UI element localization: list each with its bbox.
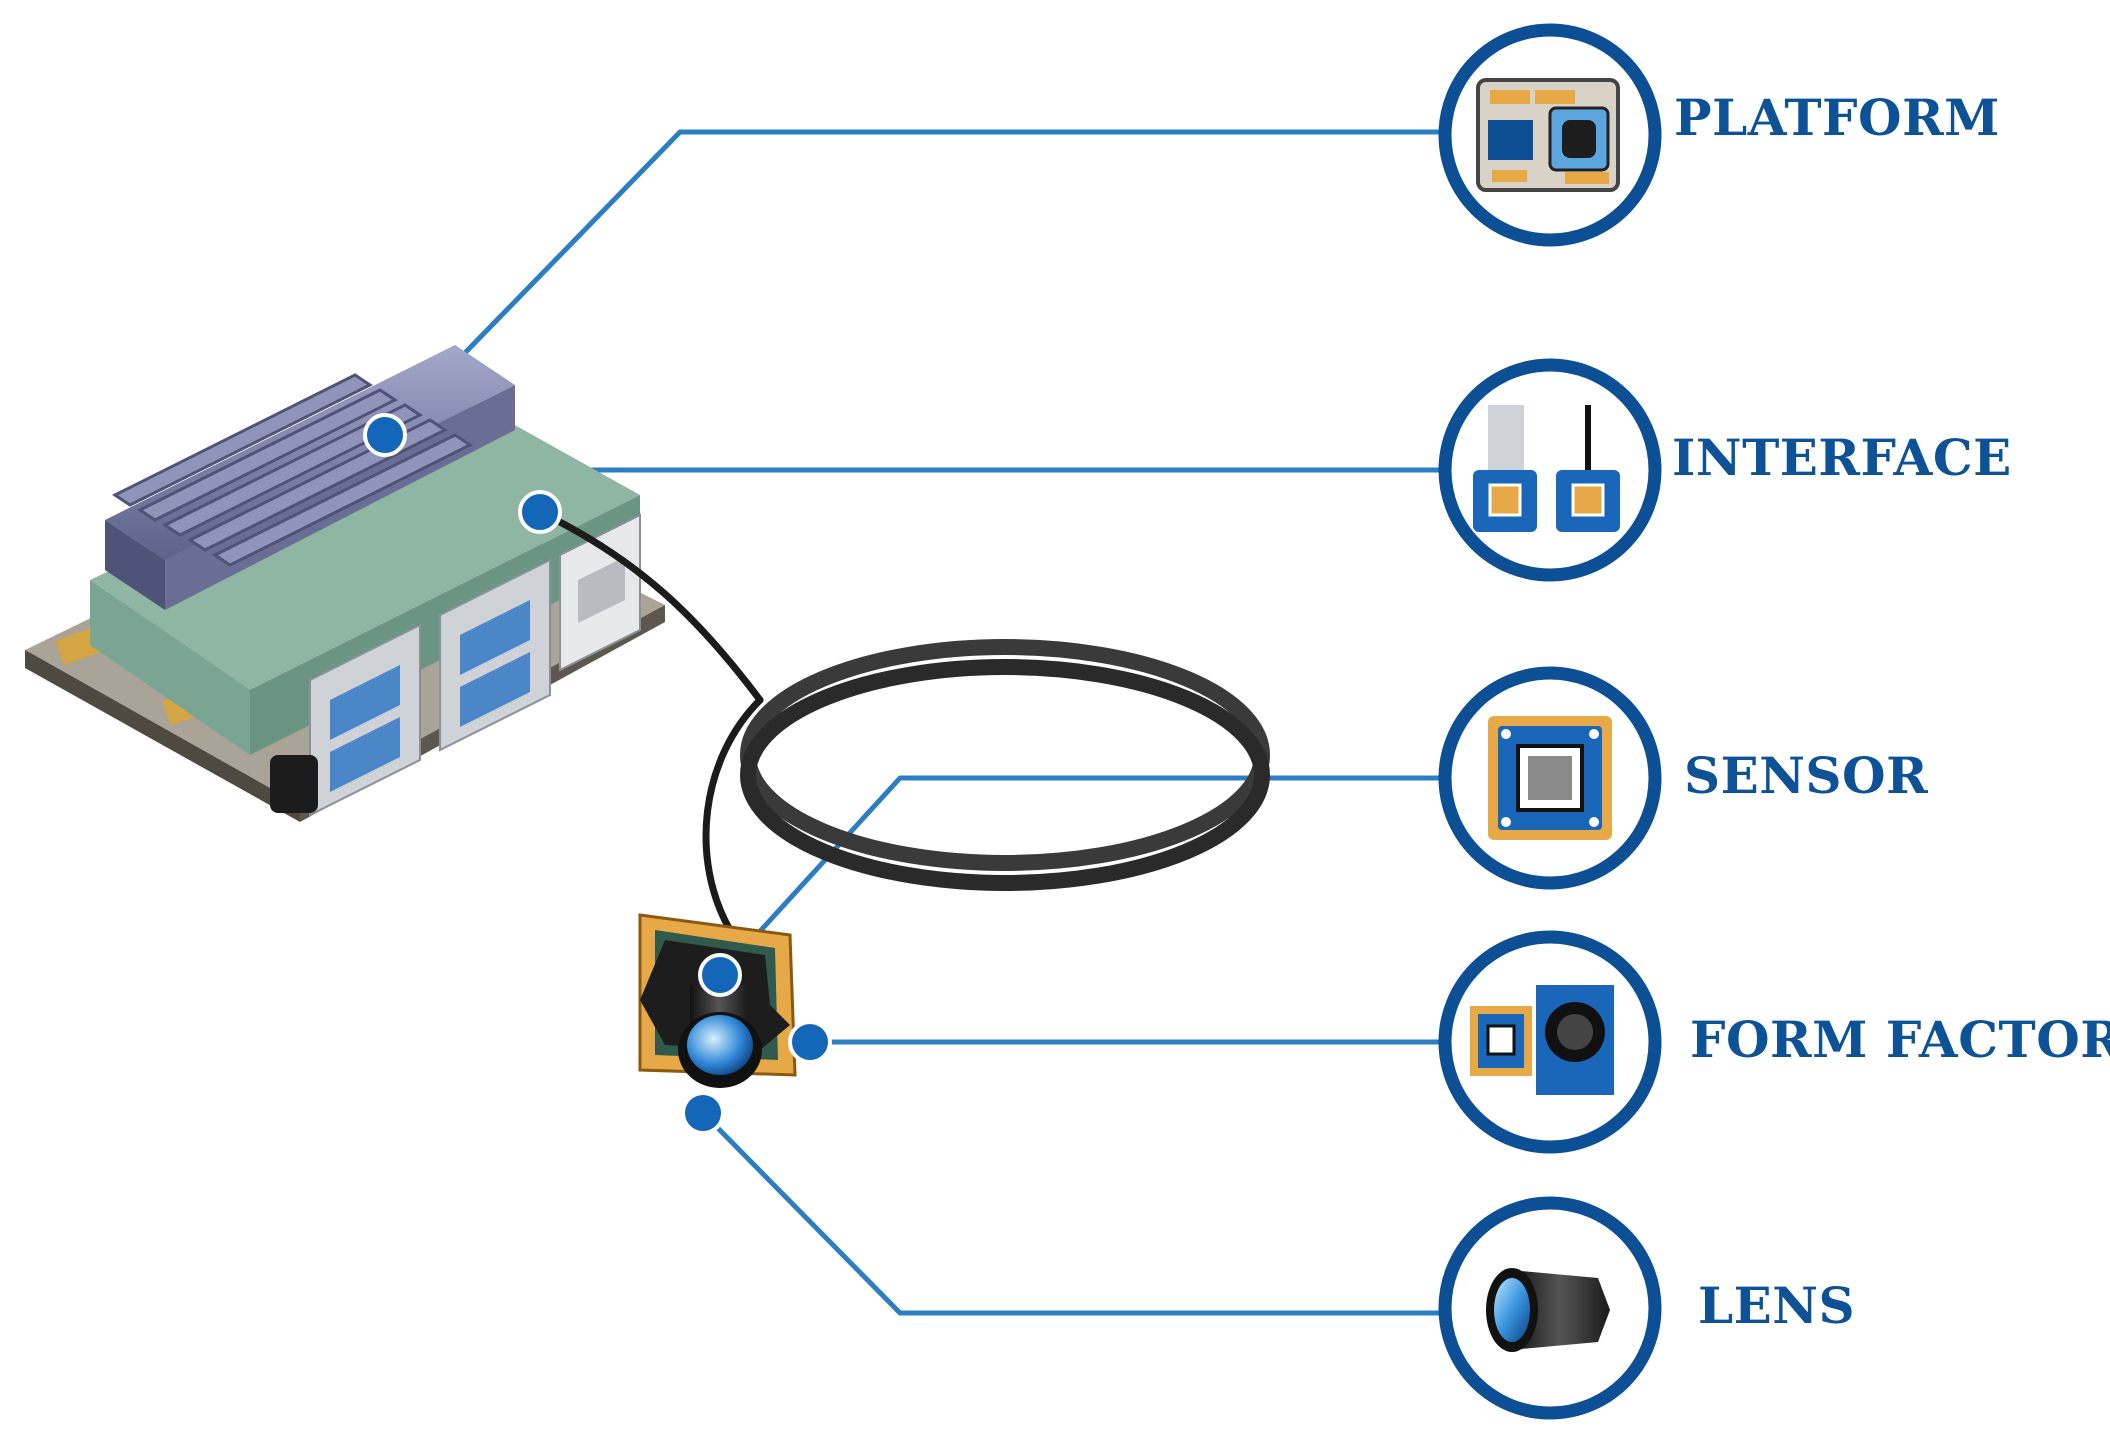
platform-icon-ring xyxy=(1438,23,1662,247)
icon-rings xyxy=(1438,23,1662,1420)
anchor-dots xyxy=(363,413,832,1135)
connector-lines xyxy=(383,129,1440,1316)
camera-module-illustration xyxy=(638,913,797,1088)
form-factor-icon-ring xyxy=(1438,930,1662,1154)
sensor-icon-ring xyxy=(1438,666,1662,890)
connector-icon xyxy=(1473,405,1620,532)
interface-label: INTERFACE xyxy=(1672,428,2012,487)
platform-label: PLATFORM xyxy=(1674,88,2000,147)
cable-illustration xyxy=(536,508,1270,934)
platform-anchor-dot xyxy=(363,413,407,457)
platform-connector-line xyxy=(383,129,1440,437)
interface-anchor-dot xyxy=(518,490,562,534)
sensor-anchor-dot xyxy=(698,953,742,997)
interface-connector-line xyxy=(538,467,1440,514)
heatsink xyxy=(105,345,515,610)
board-icon xyxy=(1476,78,1620,192)
sensor-label: SENSOR xyxy=(1684,746,1929,805)
form-factor-anchor-dot xyxy=(788,1020,832,1064)
lens-icon xyxy=(1486,1268,1610,1352)
form-factor-label: FORM FACTOR xyxy=(1690,1010,2110,1069)
lens-icon-ring xyxy=(1438,1196,1662,1420)
usb-ports xyxy=(270,513,641,817)
lens-connector-line xyxy=(701,1111,1440,1316)
lens-label: LENS xyxy=(1698,1276,1856,1335)
dev-board-illustration xyxy=(25,345,665,822)
interface-icon-ring xyxy=(1438,358,1662,582)
camera-module-icon xyxy=(1470,985,1614,1095)
lens-anchor-dot xyxy=(681,1091,725,1135)
sensor-chip-icon xyxy=(1488,716,1612,840)
